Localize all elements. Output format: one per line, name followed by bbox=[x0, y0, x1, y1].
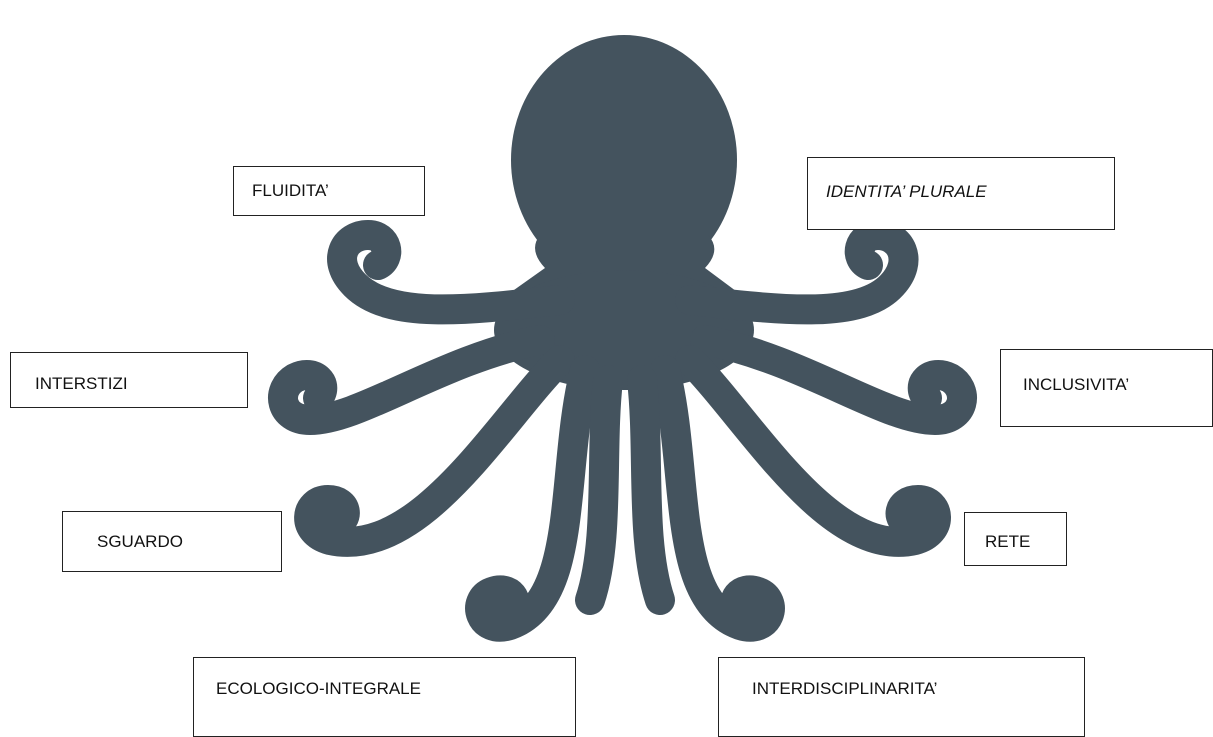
label-interdisciplinarita: INTERDISCIPLINARITA’ bbox=[718, 657, 1085, 737]
label-rete: RETE bbox=[964, 512, 1067, 566]
tentacle-center-right bbox=[642, 380, 660, 600]
tentacle-upper-right bbox=[690, 235, 904, 309]
label-sguardo-text: SGUARDO bbox=[97, 532, 183, 552]
label-inclusivita: INCLUSIVITA’ bbox=[1000, 349, 1213, 427]
label-identita-plurale: IDENTITA’ PLURALE bbox=[807, 157, 1115, 230]
label-fluidita-text: FLUIDITA’ bbox=[252, 181, 329, 201]
label-interstizi-text: INTERSTIZI bbox=[35, 374, 128, 394]
label-ecologico-integrale: ECOLOGICO-INTEGRALE bbox=[193, 657, 576, 737]
label-inclusivita-text: INCLUSIVITA’ bbox=[1023, 375, 1129, 395]
tentacle-upper-left bbox=[342, 235, 560, 309]
label-sguardo: SGUARDO bbox=[62, 511, 282, 572]
label-fluidita: FLUIDITA’ bbox=[233, 166, 425, 216]
label-ecologico-integrale-text: ECOLOGICO-INTEGRALE bbox=[216, 679, 421, 699]
label-identita-plurale-text: IDENTITA’ PLURALE bbox=[826, 182, 987, 202]
label-interdisciplinarita-text: INTERDISCIPLINARITA’ bbox=[752, 679, 937, 699]
label-interstizi: INTERSTIZI bbox=[10, 352, 248, 408]
label-rete-text: RETE bbox=[985, 532, 1030, 552]
tentacle-center-left bbox=[590, 380, 608, 600]
